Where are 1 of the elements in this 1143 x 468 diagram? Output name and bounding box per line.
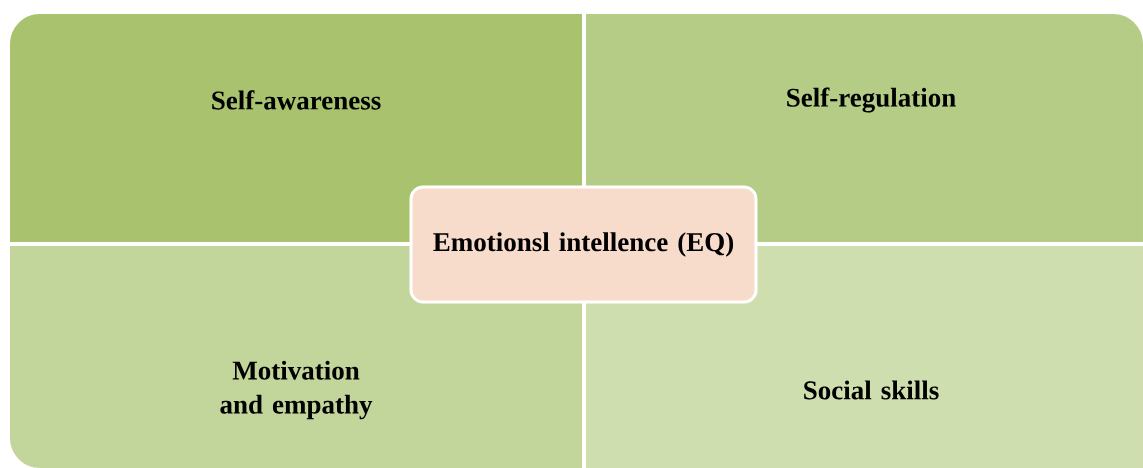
center-box: Emotionsl intellence (EQ) [409,185,758,304]
